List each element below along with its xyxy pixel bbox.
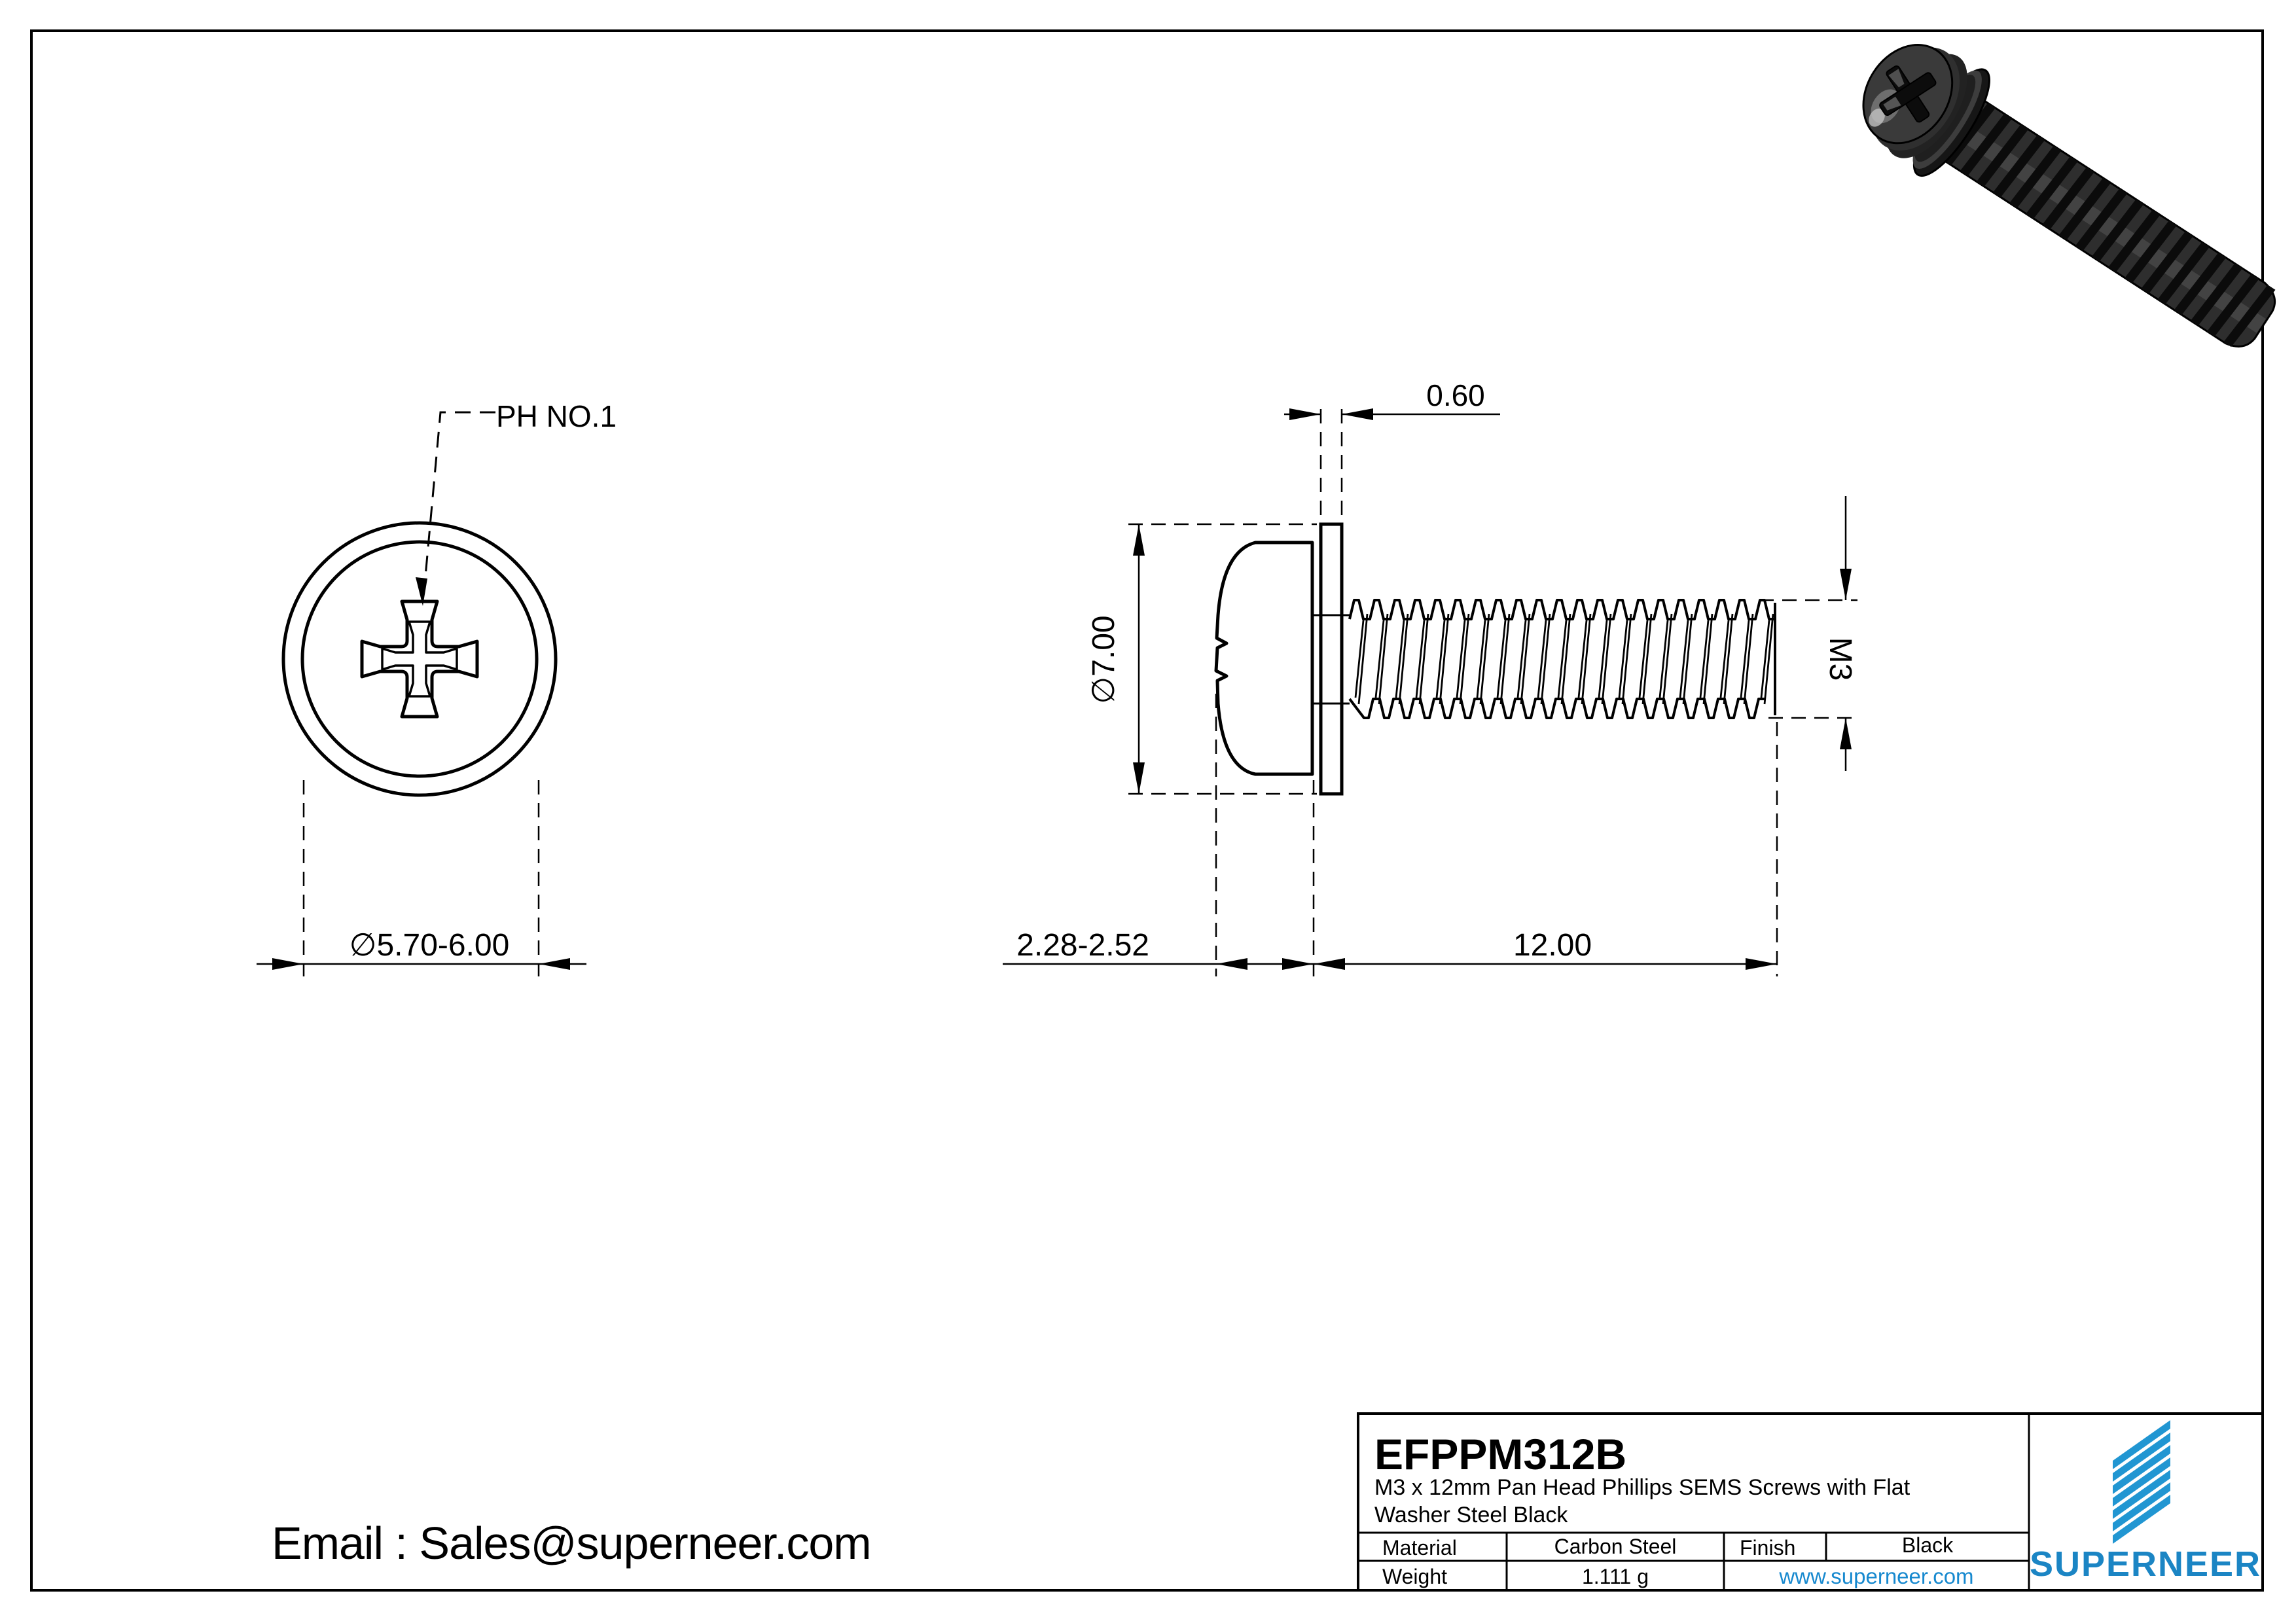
leader-arrowhead: [416, 577, 427, 606]
part-description-line2: Washer Steel Black: [1374, 1503, 1568, 1527]
dim-arrow: [1342, 408, 1373, 420]
drive-type-label: PH NO.1: [496, 399, 617, 433]
dim-arrow: [1746, 958, 1777, 970]
title-block: EFPPM312B M3 x 12mm Pan Head Phillips SE…: [1357, 1412, 2264, 1592]
weight-value: 1.111 g: [1582, 1565, 1649, 1588]
dim-arrow: [539, 958, 570, 970]
front-view: PH NO.1 ∅5.70-6.00: [257, 399, 617, 976]
dim-arrow: [1840, 718, 1852, 749]
material-value: Carbon Steel: [1554, 1535, 1677, 1558]
washer-diameter-dimension: ∅7.00: [1086, 615, 1121, 704]
dim-arrow: [1133, 524, 1145, 556]
dim-arrow: [1840, 569, 1852, 600]
thread-crest-bottom: [1348, 698, 1765, 719]
screw-thread-ridges: [1943, 103, 2276, 348]
thread-crest-top: [1348, 599, 1776, 620]
phillips-inner-outline: [381, 620, 458, 698]
part-number: EFPPM312B: [1374, 1430, 1626, 1478]
head-height-dimension: 2.28-2.52: [1016, 928, 1149, 963]
brand-wordmark: SUPERNEER: [2030, 1544, 2261, 1584]
email-text: Email : Sales@superneer.com: [272, 1518, 871, 1569]
dim-arrow: [1282, 958, 1314, 970]
thread-size-dimension: M3: [1823, 637, 1857, 681]
leader-line: [423, 411, 495, 591]
phillips-recess-icon: [360, 599, 479, 719]
head-diameter-dimension: ∅5.70-6.00: [350, 928, 510, 963]
dim-arrow: [1314, 958, 1345, 970]
shank-highlight: [1951, 120, 2267, 333]
pan-head-profile: [1214, 541, 1314, 776]
part-description-line1: M3 x 12mm Pan Head Phillips SEMS Screws …: [1374, 1475, 1910, 1500]
thread-length-dimension: 12.00: [1513, 928, 1592, 963]
sheet-border: [30, 29, 2264, 1592]
phillips-cross-3d: [1879, 65, 1937, 123]
flat-washer-profile: [1319, 522, 1344, 796]
side-view: 0.60 ∅7.00 M3 2.28-2.52 12.00: [1003, 378, 1857, 976]
dim-arrow: [272, 958, 304, 970]
screw-3d-render: [1862, 44, 2276, 348]
phillips-outer-outline: [360, 599, 479, 719]
weight-label: Weight: [1382, 1565, 1447, 1588]
finish-label: Finish: [1740, 1536, 1795, 1560]
website-link[interactable]: www.superneer.com: [1778, 1564, 1973, 1588]
dim-arrow: [1216, 958, 1247, 970]
finish-value: Black: [1902, 1533, 1954, 1557]
dim-arrow: [1289, 408, 1321, 420]
dim-arrow: [1133, 762, 1145, 794]
material-label: Material: [1382, 1536, 1457, 1560]
washer-thickness-dimension: 0.60: [1426, 378, 1485, 412]
thread-flank-lines: [1354, 613, 1774, 705]
head-glint-small: [1869, 108, 1885, 127]
brand-logo-icon: [2113, 1420, 2170, 1544]
